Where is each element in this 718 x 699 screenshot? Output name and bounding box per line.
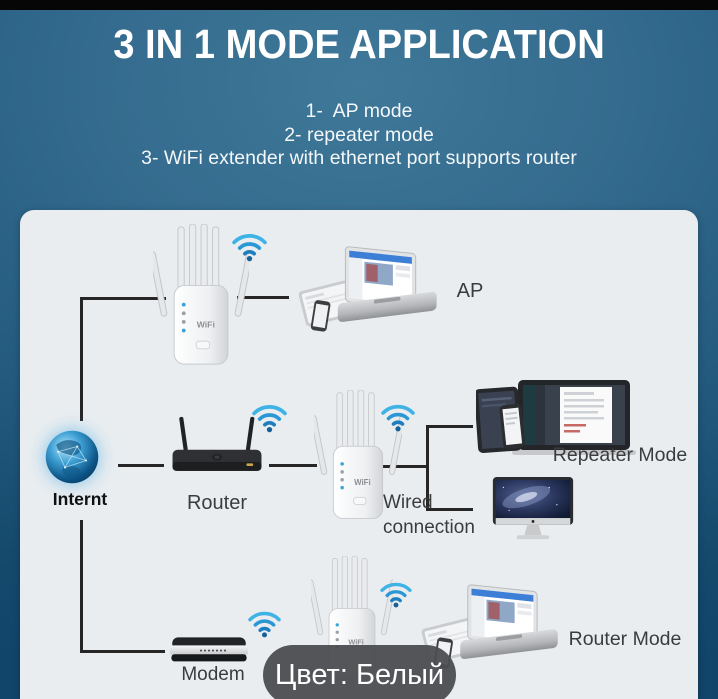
repeater-mode-label: Repeater Mode <box>552 444 688 466</box>
connector-line <box>429 425 473 428</box>
router-mode-label: Router Mode <box>568 628 682 650</box>
wifi-signal-icon <box>379 580 413 608</box>
modem-illustration <box>169 634 249 668</box>
wired-connection-line2: connection <box>383 517 475 538</box>
connector-line <box>80 297 166 300</box>
connector-line <box>118 464 164 467</box>
router-label: Router <box>186 492 248 514</box>
connector-line <box>382 465 429 468</box>
wifi-signal-icon <box>231 231 268 262</box>
wifi-signal-icon <box>247 609 282 638</box>
router-illustration <box>168 406 266 492</box>
wifi-repeater-illustration: WiFi <box>314 390 402 522</box>
ap-mode-label: AP <box>456 280 484 302</box>
svg-text:WiFi: WiFi <box>348 638 364 647</box>
connector-line <box>269 464 317 467</box>
connector-line <box>426 425 429 511</box>
connector-line <box>80 650 165 653</box>
wired-connection-label: Wired connection <box>383 490 475 540</box>
svg-text:WiFi: WiFi <box>354 478 371 487</box>
wired-connection-line1: Wired <box>383 492 433 513</box>
connector-line <box>429 508 473 511</box>
wifi-repeater-illustration: WiFi <box>153 224 249 368</box>
dark-laptop-tablet-phone-illustration <box>476 378 646 463</box>
imac-illustration <box>490 476 576 541</box>
mode-item-2: 2- repeater mode <box>284 123 434 146</box>
laptop-tablet-phone-illustration <box>296 244 448 340</box>
page-title: 3 IN 1 MODE APPLICATION <box>113 21 605 67</box>
mode-list: 1- AP mode 2- repeater mode 3- WiFi exte… <box>0 100 718 171</box>
connector-line <box>80 297 83 421</box>
connector-line <box>80 520 83 653</box>
internet-label: Internt <box>52 489 108 509</box>
mode-item-1: 1- AP mode <box>305 100 413 122</box>
modem-label: Modem <box>181 664 245 685</box>
internet-globe-illustration <box>37 422 107 492</box>
top-black-bar <box>0 0 718 10</box>
svg-text:WiFi: WiFi <box>197 320 215 330</box>
connector-line <box>237 296 289 299</box>
wifi-signal-icon <box>251 402 288 433</box>
color-variant-text: Цвет: Белый <box>274 658 445 691</box>
wifi-signal-icon <box>380 402 416 432</box>
color-variant-badge: Цвет: Белый <box>263 645 456 699</box>
mode-item-3: 3- WiFi extender with ethernet port supp… <box>141 147 577 169</box>
